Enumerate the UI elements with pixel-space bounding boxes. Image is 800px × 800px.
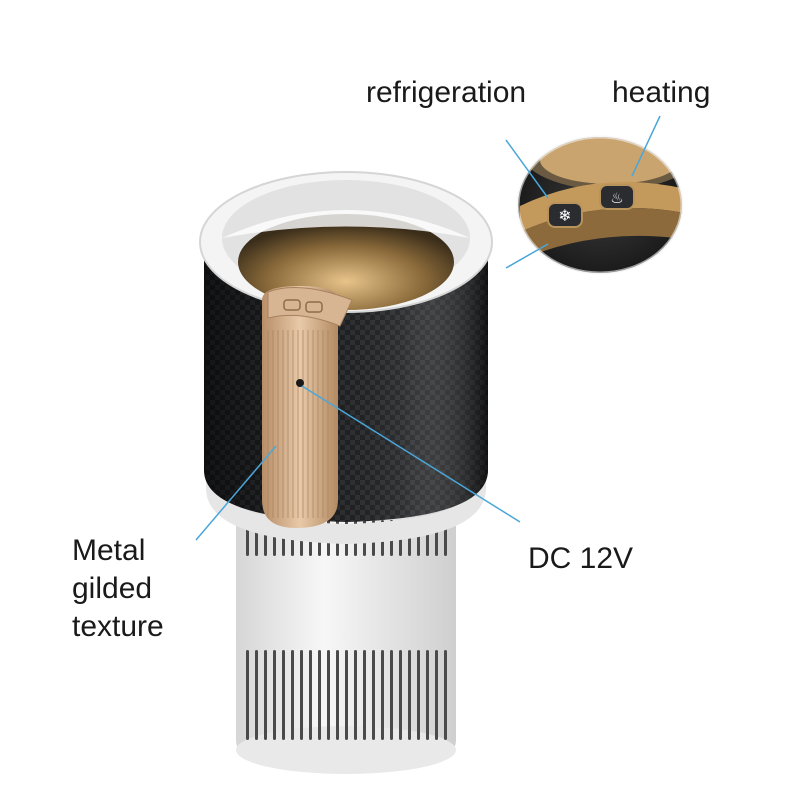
vent-slot (318, 650, 321, 740)
vent-slot (399, 650, 402, 740)
callout-dc (301, 385, 521, 523)
vent-slot (327, 650, 330, 740)
vent-slot (246, 650, 249, 740)
vent-slot (408, 650, 411, 740)
vent-slot (300, 650, 303, 740)
vent-slot (354, 650, 357, 740)
vent-slot (255, 650, 258, 740)
strip-button-right (305, 301, 323, 313)
transition-ring (206, 468, 486, 544)
refrigeration-label: refrigeration (366, 76, 527, 109)
vent-slot (372, 650, 375, 740)
dc-voltage-label: DC 12V (528, 542, 634, 575)
vent-slot (291, 650, 294, 740)
lower-base (236, 500, 456, 774)
heating-label: heating (612, 76, 711, 109)
snowflake-icon: ❄ (558, 206, 571, 225)
vent-slot (309, 650, 312, 740)
vent-slot (363, 650, 366, 740)
strip-button-left (283, 299, 301, 311)
metal-label-line-1: Metal (72, 534, 146, 567)
callout-heating (631, 115, 661, 177)
vent-slot (435, 650, 438, 740)
vent-slot (417, 650, 420, 740)
vent-slot (381, 650, 384, 740)
lower-vent-slots (246, 650, 447, 740)
callout-inset (505, 243, 549, 269)
heating-button: ♨ (599, 184, 635, 210)
top-rim (199, 171, 493, 313)
callout-lines (195, 115, 661, 541)
vent-slot (426, 650, 429, 740)
gold-control-strip (262, 286, 353, 528)
callout-metal (195, 445, 277, 541)
metal-texture-label: Metal gilded texture (72, 532, 164, 646)
vent-slot (273, 650, 276, 740)
vent-slot (390, 650, 393, 740)
metal-label-line-2: gilded (72, 572, 153, 605)
vent-slot (264, 650, 267, 740)
vent-slot (444, 650, 447, 740)
strip-ribs (267, 330, 329, 518)
button-detail-inset: ❄ ♨ (516, 135, 684, 275)
vent-slot (345, 650, 348, 740)
cup-holder-device (199, 171, 493, 774)
refrigeration-button: ❄ (547, 202, 583, 228)
vent-slot (282, 650, 285, 740)
dc-port (296, 379, 304, 387)
heat-waves-icon: ♨ (610, 189, 623, 207)
callout-refrigeration (505, 139, 549, 199)
metal-label-line-3: texture (72, 610, 164, 643)
vent-slot (336, 650, 339, 740)
